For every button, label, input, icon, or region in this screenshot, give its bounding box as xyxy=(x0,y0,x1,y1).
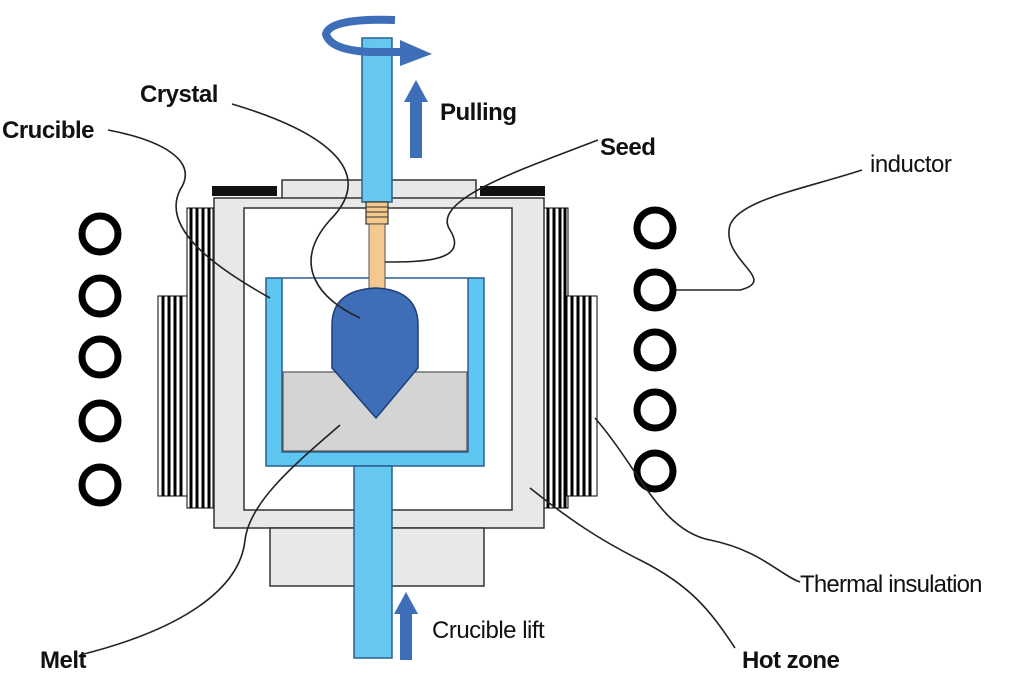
seed-holder xyxy=(365,201,389,225)
top-cover-right xyxy=(480,186,545,196)
pulling-rod xyxy=(361,37,393,203)
inductor-right xyxy=(633,206,677,493)
label-melt: Melt xyxy=(40,647,87,674)
crucible xyxy=(265,277,485,467)
seed xyxy=(368,223,386,291)
leader-crystal xyxy=(231,103,361,319)
label-crystal: Crystal xyxy=(140,81,218,108)
crucible-lift-rod xyxy=(353,465,393,659)
top-cover-left xyxy=(212,186,277,196)
label-pulling: Pulling xyxy=(440,99,517,126)
label-hot-zone: Hot zone xyxy=(742,647,839,674)
label-crucible-lift: Crucible lift xyxy=(432,617,545,644)
label-crucible: Crucible xyxy=(2,117,94,144)
leader-thermal-insulation xyxy=(594,417,801,583)
label-thermal-insulation: Thermal insulation xyxy=(800,571,982,598)
leader-melt xyxy=(79,424,341,656)
thermal-insulation-left xyxy=(157,207,218,509)
pulling-arrow-icon xyxy=(404,80,428,158)
rotation-arrow-icon xyxy=(321,15,432,66)
inductor-left xyxy=(78,212,122,507)
label-inductor: inductor xyxy=(870,151,952,178)
leader-hot-zone xyxy=(529,487,736,649)
leader-crucible xyxy=(107,129,271,299)
leader-inductor xyxy=(676,169,863,291)
leader-seed xyxy=(384,139,599,263)
crystal xyxy=(331,287,419,420)
crucible-lift-arrow-icon xyxy=(394,592,418,660)
label-seed: Seed xyxy=(600,134,655,161)
thermal-insulation-right xyxy=(537,207,598,509)
